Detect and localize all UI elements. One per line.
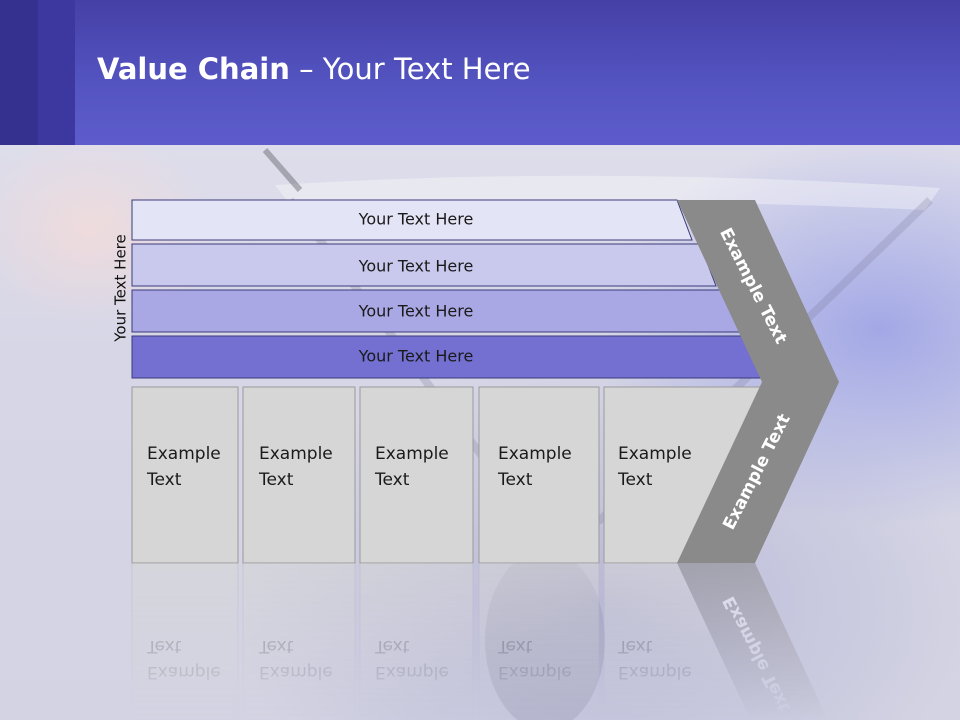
primary-activity-box: Example Text xyxy=(242,386,356,564)
diagram-reflection: Example Text Example Text Example Text E… xyxy=(131,562,828,720)
primary-box-label-line1: Example xyxy=(375,444,449,464)
reflection-label: Example xyxy=(375,662,449,682)
support-band-shape xyxy=(131,243,717,287)
reflection-label: Example xyxy=(618,662,692,682)
primary-box-label-line2: Text xyxy=(258,470,294,490)
primary-box-label-line2: Text xyxy=(497,470,533,490)
slide-title-rest: – Your Text Here xyxy=(289,52,531,86)
primary-box-label-line1: Example xyxy=(618,444,692,464)
reflection-label: Text xyxy=(617,636,653,656)
support-band-label: Your Text Here xyxy=(358,347,474,366)
reflection-label: Example xyxy=(498,662,572,682)
primary-box-label-line1: Example xyxy=(147,444,221,464)
support-band-label: Your Text Here xyxy=(358,257,474,276)
primary-activity-box: Example Text xyxy=(603,386,763,564)
primary-box-label-line2: Text xyxy=(617,470,653,490)
reflection-label: Example xyxy=(259,662,333,682)
primary-box-shape xyxy=(478,386,600,564)
support-band: Your Text Here xyxy=(131,335,765,379)
primary-box-shape xyxy=(131,386,239,564)
support-band-label: Your Text Here xyxy=(358,210,474,229)
support-band-shape xyxy=(131,199,693,241)
margin-arrow-shape xyxy=(677,200,839,563)
reflection-label: Text xyxy=(497,636,533,656)
primary-activity-box: Example Text xyxy=(478,386,600,564)
primary-box-label-line2: Text xyxy=(374,470,410,490)
reflection-label: Text xyxy=(374,636,410,656)
support-band: Your Text Here xyxy=(131,243,717,287)
side-label: Your Text Here xyxy=(112,234,130,342)
reflection-label: Text xyxy=(258,636,294,656)
primary-activity-box: Example Text xyxy=(359,386,474,564)
primary-box-label-line1: Example xyxy=(259,444,333,464)
header-accent-band xyxy=(38,0,75,145)
primary-box-label-line2: Text xyxy=(146,470,182,490)
reflection-label: Example xyxy=(147,662,221,682)
support-band-label: Your Text Here xyxy=(358,302,474,321)
header-accent-band xyxy=(0,0,38,145)
support-band: Your Text Here xyxy=(131,199,693,241)
primary-activity-box: Example Text xyxy=(131,386,239,564)
primary-box-label-line1: Example xyxy=(498,444,572,464)
slide-title-bold: Value Chain xyxy=(97,52,290,86)
support-band: Your Text Here xyxy=(131,289,741,333)
primary-box-shape xyxy=(242,386,356,564)
slide-header: Value Chain – Your Text Here xyxy=(0,0,960,145)
slide-title: Value Chain – Your Text Here xyxy=(97,52,531,86)
reflection-label: Text xyxy=(146,636,182,656)
